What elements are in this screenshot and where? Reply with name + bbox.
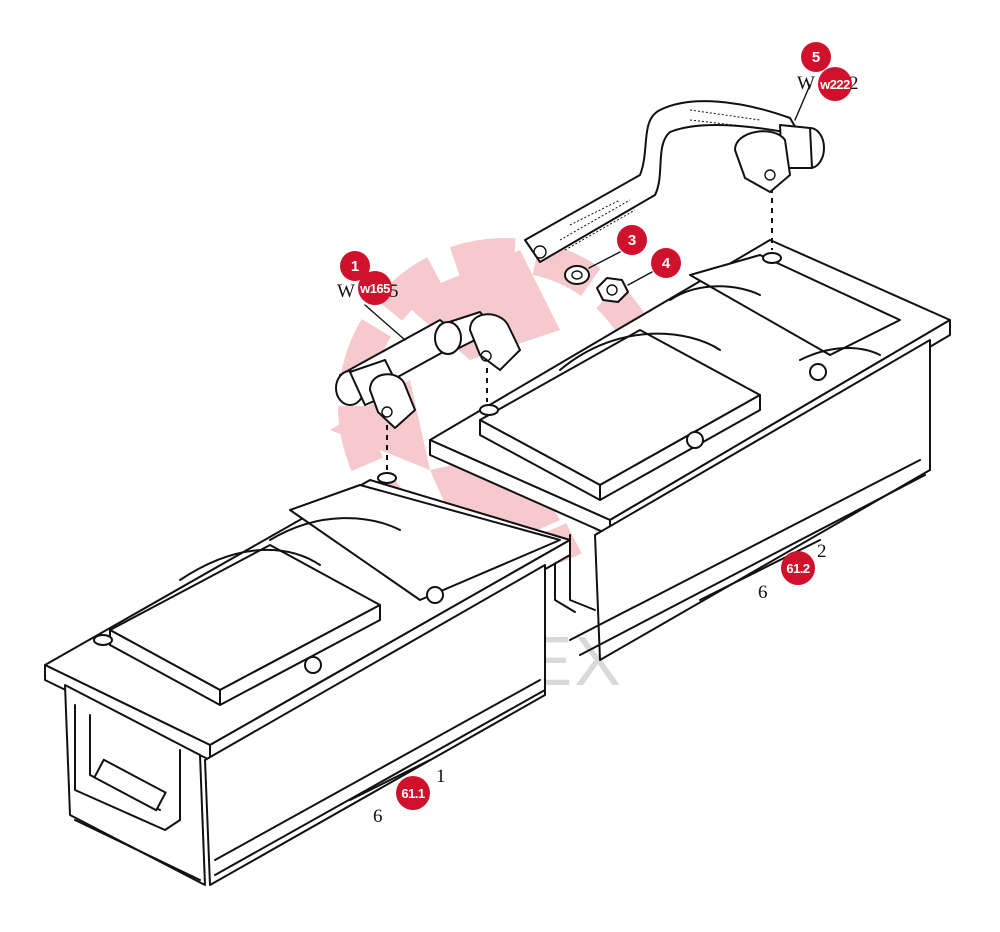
cable-1-label-suffix: 5 — [389, 281, 399, 302]
battery-1-digit-left: 6 — [373, 806, 383, 827]
battery-2-digit-left: 6 — [758, 582, 768, 603]
callout-61-2[interactable]: 61.2 — [781, 551, 815, 585]
callout-5[interactable]: 5 — [801, 42, 831, 72]
battery-2-front — [594, 339, 931, 661]
battery-1-handle — [93, 758, 167, 812]
washer-part-3 — [564, 251, 621, 285]
battery-1-lid-rear — [289, 484, 561, 601]
callout-4[interactable]: 4 — [651, 248, 681, 278]
callout-3[interactable]: 3 — [617, 225, 647, 255]
battery-2-terminal — [762, 252, 782, 264]
battery-1-digit-right: 1 — [436, 766, 446, 787]
cable-5-label-prefix: W — [797, 73, 815, 94]
battery-2-lid-rear — [689, 254, 901, 356]
callout-61-1[interactable]: 61.1 — [396, 776, 430, 810]
battery-1-front — [204, 564, 546, 886]
cable-1-label-prefix: W — [337, 281, 355, 302]
cable-5-label-suffix: 2 — [849, 73, 859, 94]
battery-61-2: 6 2 — [429, 239, 951, 661]
ground-strap-w222: W 2 — [524, 73, 859, 263]
battery-1-terminal-left — [93, 634, 113, 646]
callout-w165[interactable]: w165 — [358, 271, 392, 305]
battery-2-terminal-left — [479, 404, 499, 416]
connector-cable-w165: W 5 — [335, 281, 521, 429]
callout-w222[interactable]: w222 — [818, 67, 852, 101]
battery-2-digit-right: 2 — [817, 541, 827, 562]
battery-61-1: 6 1 — [44, 472, 571, 886]
battery-1-terminal — [377, 472, 397, 484]
nut-part-4 — [596, 271, 653, 303]
